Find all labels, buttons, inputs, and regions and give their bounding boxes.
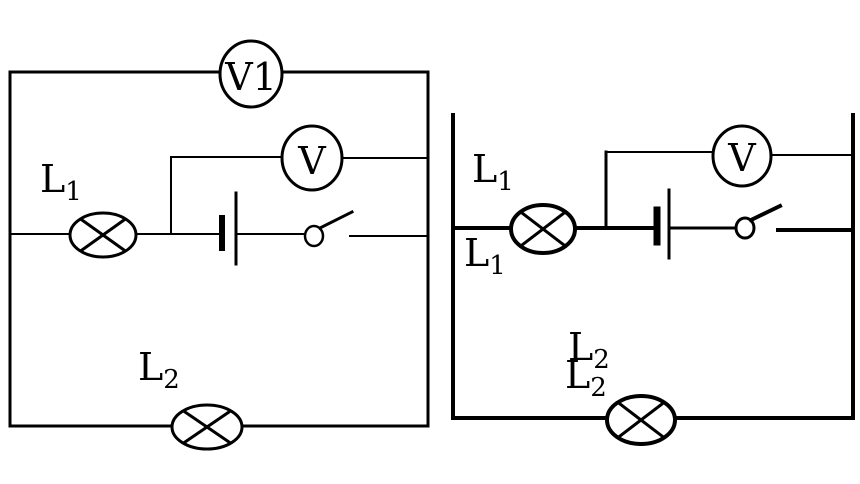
rc-lamp-l1-label-b: L1 [464, 231, 506, 281]
left-circuit: V1 L1 V [8, 39, 430, 451]
lamp-l2 [170, 403, 244, 451]
rc-voltmeter-v: V [711, 124, 773, 188]
voltmeter-v: V [280, 124, 344, 192]
lamp-l1-label: L1 [40, 157, 82, 207]
lamp-l1-cross-b [79, 217, 127, 253]
rc-switch-pivot [734, 216, 756, 240]
switch-lever [317, 209, 355, 231]
rc-lamp-l2-label-b: L2 [565, 353, 607, 403]
rc-lamp-l2-label-a: L2 [568, 325, 610, 375]
switch-pivot [303, 224, 325, 248]
rc-voltmeter-v-circle [711, 124, 773, 188]
rc-battery [653, 188, 671, 260]
battery [219, 191, 238, 266]
rc-lamp-l1-label-a: L1 [472, 147, 514, 197]
voltmeter-v1-label: V1 [224, 55, 277, 99]
lamp-l1 [68, 211, 138, 259]
rc-lamp-l2 [605, 394, 677, 446]
voltmeter-v1: V1 [218, 39, 284, 109]
rc-lamp-l2-cross-b [617, 401, 665, 439]
rc-voltmeter-v-label: V [727, 136, 756, 180]
voltmeter-v-circle [280, 124, 344, 192]
rc-switch-lever [748, 203, 783, 223]
voltmeter-v-label: V [297, 139, 326, 183]
lamp-l2-label: L2 [138, 345, 180, 395]
rc-switch [734, 203, 783, 240]
voltmeter-v1-circle [218, 39, 284, 109]
lamp-l2-cross-b [182, 409, 232, 445]
rc-lamp-l1-cross-b [519, 210, 567, 248]
switch [303, 209, 355, 248]
rc-lamp-l1 [509, 203, 577, 255]
right-circuit: L1 L1 V L2 L2 [451, 113, 855, 446]
